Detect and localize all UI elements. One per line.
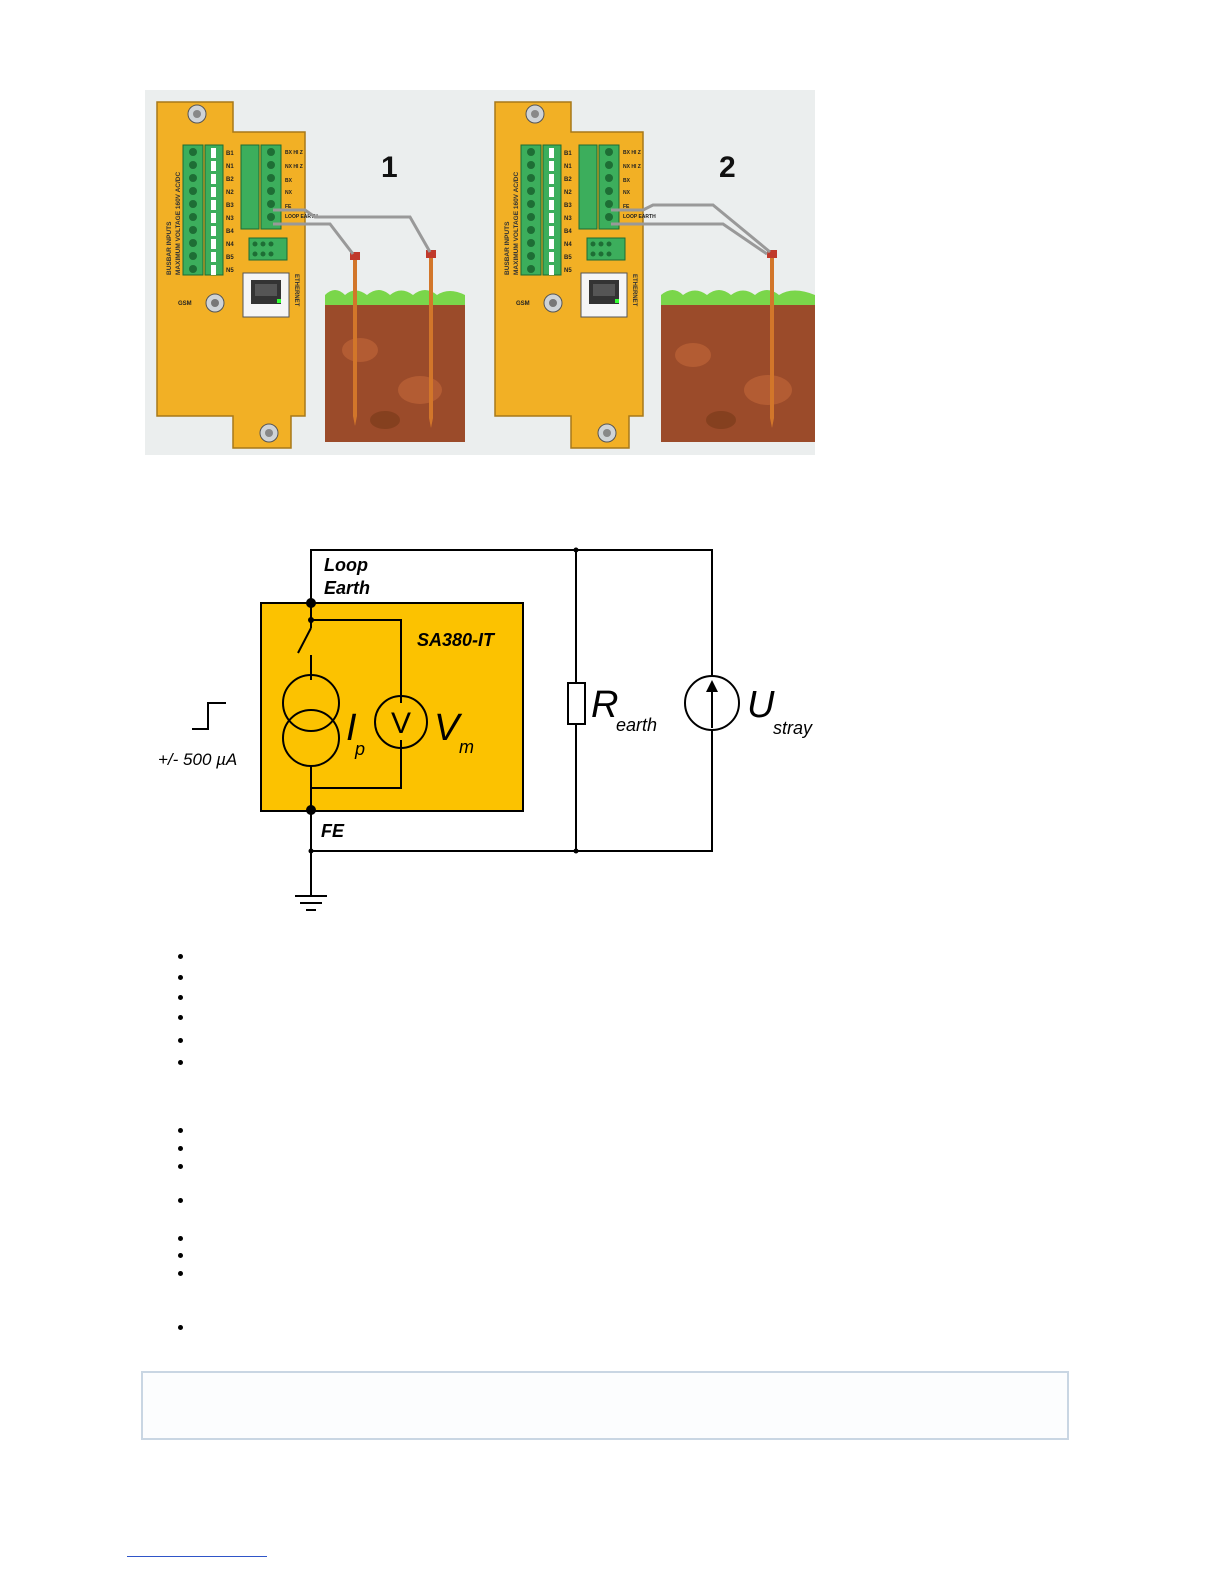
earth-rod xyxy=(353,256,357,416)
bullet-icon xyxy=(178,1164,183,1169)
svg-text:B1: B1 xyxy=(564,151,572,157)
earth-label: Earth xyxy=(324,578,370,598)
svg-text:N1: N1 xyxy=(226,164,234,170)
svg-text:B5: B5 xyxy=(564,255,572,261)
svg-text:GSM: GSM xyxy=(516,301,530,307)
svg-text:NX HI Z: NX HI Z xyxy=(623,164,641,170)
svg-text:B3: B3 xyxy=(226,203,234,209)
fe-label: FE xyxy=(321,821,345,841)
circuit-diagram: Loop Earth SA380-IT +/- 500 µA I p V V m… xyxy=(150,540,850,930)
terminal-labels-right: BX HI Z NX HI Z BX NX FE LOOP EARTH xyxy=(285,150,318,220)
svg-text:N2: N2 xyxy=(226,190,234,196)
svg-text:N3: N3 xyxy=(564,216,572,222)
svg-text:p: p xyxy=(354,739,365,759)
wiring-illustration-svg: B1 N1 B2 N2 B3 N3 B4 N4 B5 N5 BUSBAR INP… xyxy=(156,101,815,449)
svg-text:N5: N5 xyxy=(564,268,572,274)
bullet-icon xyxy=(178,1128,183,1133)
svg-text:BX: BX xyxy=(623,178,631,184)
device-name: SA380-IT xyxy=(417,630,496,650)
bullet-icon xyxy=(178,1038,183,1043)
bullet-icon xyxy=(178,1198,183,1203)
gsm-label: GSM xyxy=(178,301,192,307)
bullet-icon xyxy=(178,975,183,980)
busbar-label: BUSBAR INPUTS xyxy=(166,221,173,275)
svg-text:FE: FE xyxy=(285,204,292,210)
current-source-icon xyxy=(282,674,340,732)
svg-text:earth: earth xyxy=(616,715,657,735)
bullet-icon xyxy=(178,1015,183,1020)
note-box xyxy=(141,1371,1069,1440)
svg-text:BX: BX xyxy=(285,178,293,184)
earth-rod xyxy=(429,254,433,418)
svg-text:N4: N4 xyxy=(226,242,234,248)
bullet-icon xyxy=(178,1325,183,1330)
cable xyxy=(611,222,768,256)
svg-text:FE: FE xyxy=(623,204,630,210)
svg-text:ETHERNET: ETHERNET xyxy=(293,274,299,307)
earth-rod xyxy=(770,254,774,418)
panel-2: B1 N1 B2 N2 B3 N3 B4 N4 B5 N5 BUSBAR INP… xyxy=(494,101,815,449)
svg-text:B4: B4 xyxy=(226,229,234,235)
svg-text:B2: B2 xyxy=(226,177,234,183)
device-box xyxy=(260,602,524,812)
svg-text:m: m xyxy=(459,737,474,757)
svg-text:stray: stray xyxy=(773,718,813,738)
panel-number-1: 1 xyxy=(381,151,398,184)
panel-number-2: 2 xyxy=(719,151,736,184)
resistor-symbol: R xyxy=(591,684,618,726)
bullet-icon xyxy=(178,1253,183,1258)
terminal-labels-left: B1 N1 B2 N2 B3 N3 B4 N4 B5 N5 xyxy=(226,151,234,274)
bullet-icon xyxy=(178,995,183,1000)
stray-symbol: U xyxy=(747,684,775,726)
svg-text:NX: NX xyxy=(623,190,631,196)
bullet-icon xyxy=(178,1271,183,1276)
voltmeter-symbol: V xyxy=(391,707,411,740)
svg-text:B4: B4 xyxy=(564,229,572,235)
cable xyxy=(273,222,355,255)
voltage-symbol: V xyxy=(434,707,463,749)
soil xyxy=(661,295,815,442)
svg-text:B5: B5 xyxy=(226,255,234,261)
voltmeter-icon xyxy=(374,695,428,749)
svg-text:B1: B1 xyxy=(226,151,234,157)
svg-text:B3: B3 xyxy=(564,203,572,209)
wiring-illustration: B1 N1 B2 N2 B3 N3 B4 N4 B5 N5 BUSBAR INP… xyxy=(145,90,815,455)
current-symbol: I xyxy=(346,707,357,749)
bullet-icon xyxy=(178,1236,183,1241)
terminal-block xyxy=(182,144,204,276)
svg-text:NX HI Z: NX HI Z xyxy=(285,164,303,170)
footer-link-underline xyxy=(127,1556,267,1557)
svg-text:N5: N5 xyxy=(226,268,234,274)
svg-text:B2: B2 xyxy=(564,177,572,183)
svg-text:N2: N2 xyxy=(564,190,572,196)
svg-text:NX: NX xyxy=(285,190,293,196)
cable xyxy=(611,203,771,254)
svg-text:N4: N4 xyxy=(564,242,572,248)
resistor-icon xyxy=(567,682,586,725)
svg-text:BX HI Z: BX HI Z xyxy=(285,150,303,156)
svg-text:LOOP EARTH: LOOP EARTH xyxy=(623,214,656,220)
panel-1: B1 N1 B2 N2 B3 N3 B4 N4 B5 N5 BUSBAR INP… xyxy=(156,101,465,449)
svg-text:BX HI Z: BX HI Z xyxy=(623,150,641,156)
svg-text:BUSBAR INPUTS: BUSBAR INPUTS xyxy=(504,221,511,275)
bullet-icon xyxy=(178,1146,183,1151)
cable xyxy=(273,208,432,253)
bullet-icon xyxy=(178,1060,183,1065)
aux-connector xyxy=(248,237,288,261)
circuit-diagram-svg: Loop Earth SA380-IT +/- 500 µA I p V V m… xyxy=(158,547,813,911)
max-voltage-label: MAXIMUM VOLTAGE 160V AC/DC xyxy=(175,172,182,275)
svg-text:N3: N3 xyxy=(226,216,234,222)
terminal-labels-left: B1 N1 B2 N2 B3 N3 B4 N4 B5 N5 xyxy=(564,151,572,274)
svg-text:LOOP EARTH: LOOP EARTH xyxy=(285,214,318,220)
svg-text:N1: N1 xyxy=(564,164,572,170)
bullet-icon xyxy=(178,954,183,959)
loop-label: Loop xyxy=(324,555,368,575)
svg-text:MAXIMUM VOLTAGE 160V AC/DC: MAXIMUM VOLTAGE 160V AC/DC xyxy=(513,172,520,275)
pulse-label: +/- 500 µA xyxy=(158,750,237,769)
svg-text:ETHERNET: ETHERNET xyxy=(631,274,637,307)
